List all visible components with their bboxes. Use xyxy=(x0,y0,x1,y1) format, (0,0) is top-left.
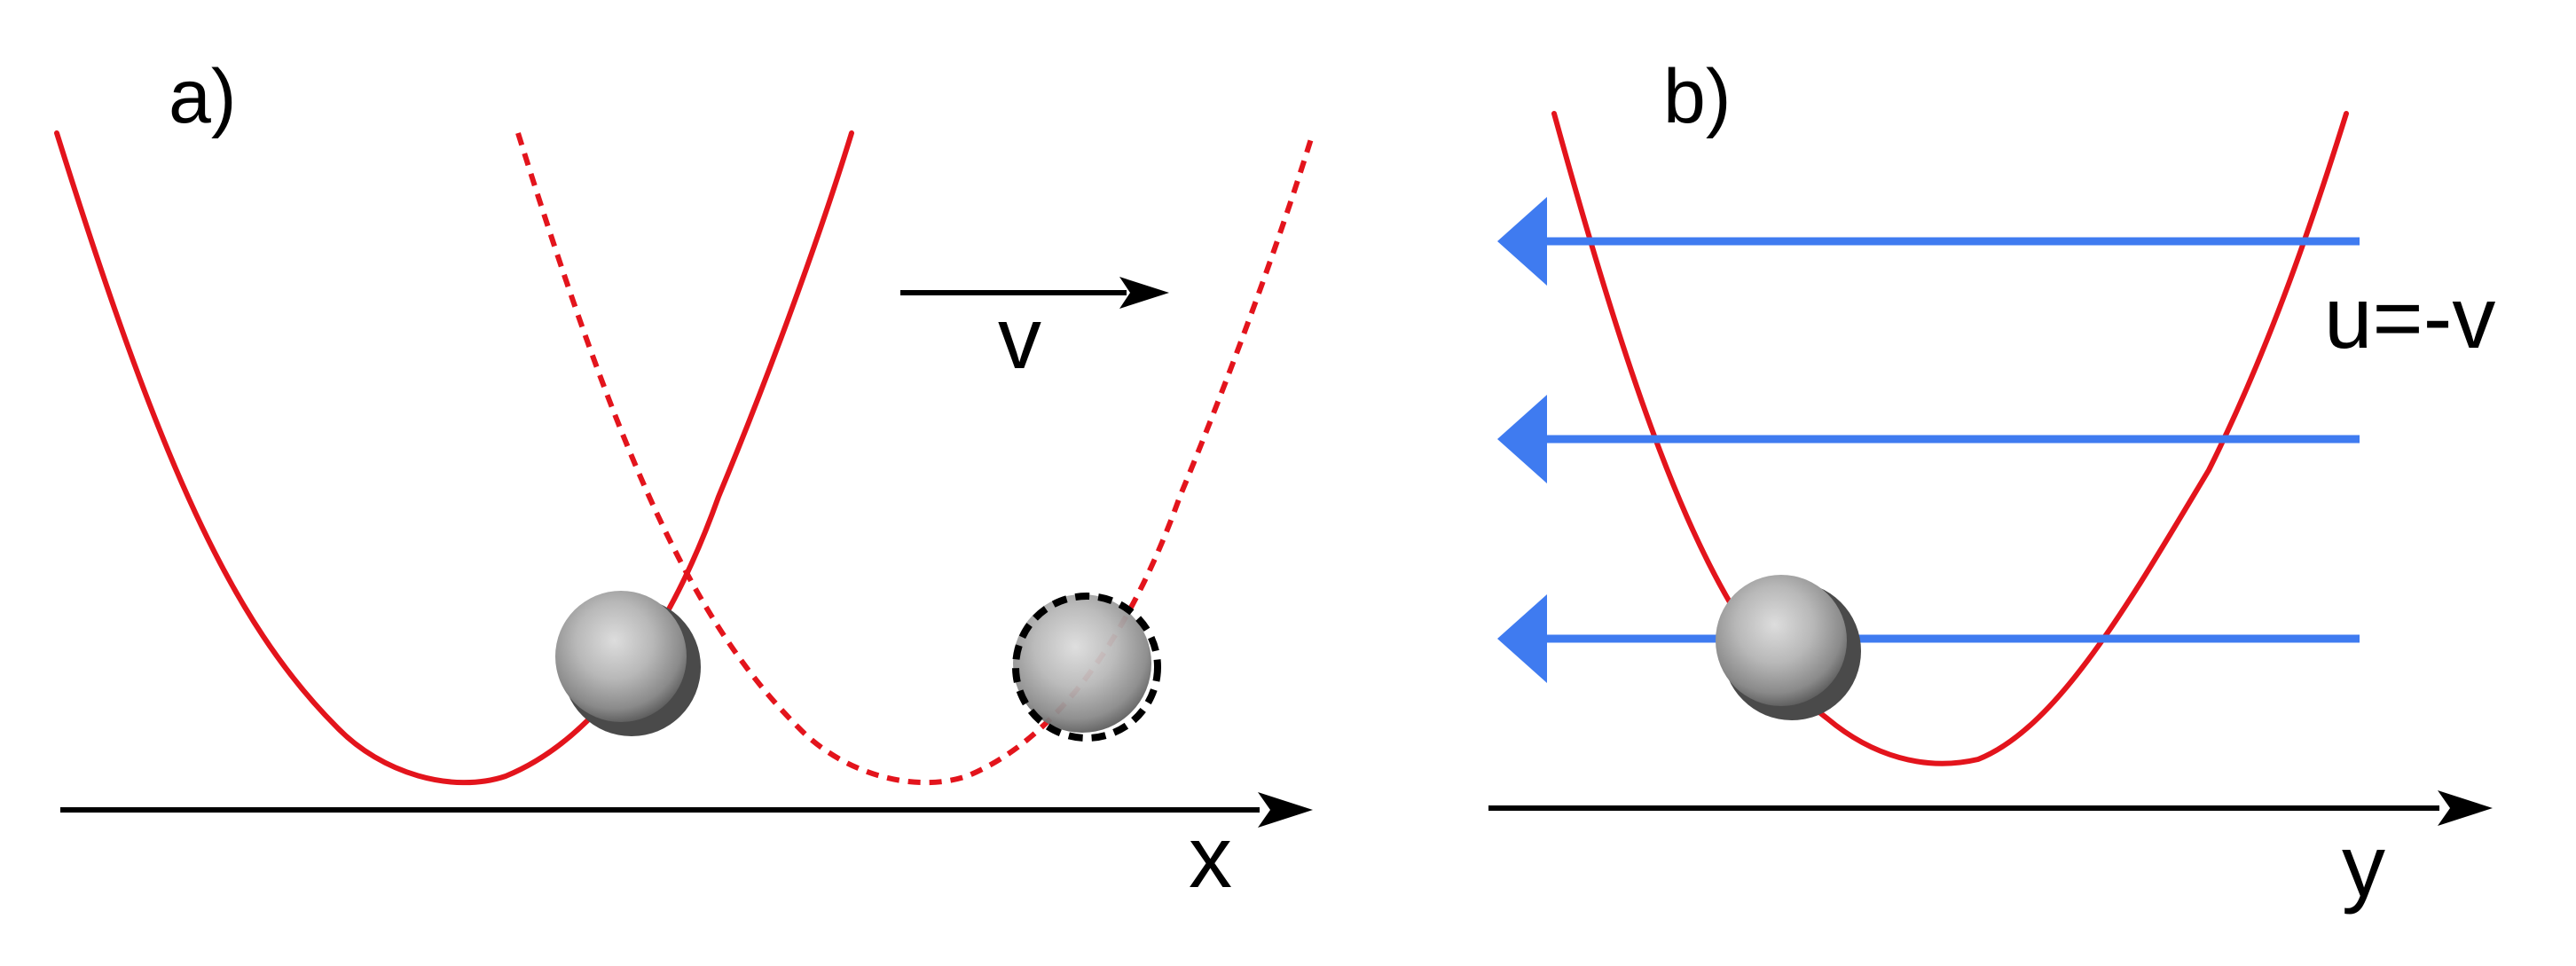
x-axis-arrowhead xyxy=(1258,792,1313,828)
velocity-label: v xyxy=(998,289,1041,387)
flow-arrow-middle xyxy=(1497,395,2360,483)
panel-a-label: a) xyxy=(169,54,236,139)
flow-arrow-bottom xyxy=(1497,594,2360,683)
panel-b: b) y u=-v xyxy=(1488,54,2495,915)
ball-solid xyxy=(555,591,701,736)
potential-curve-solid xyxy=(54,130,854,786)
y-axis-arrowhead xyxy=(2438,790,2493,826)
y-axis-label: y xyxy=(2342,817,2385,915)
ball-b xyxy=(1716,575,1861,720)
ball-ghost-dashed xyxy=(1012,593,1161,742)
potential-curve-b xyxy=(1551,111,2349,766)
flow-label: u=-v xyxy=(2324,269,2495,366)
flow-arrow-top xyxy=(1497,197,2360,286)
velocity-arrowhead xyxy=(1119,277,1169,309)
potential-curve-dashed xyxy=(515,132,1315,786)
panel-a: a) x v xyxy=(54,54,1315,906)
x-axis-label: x xyxy=(1189,808,1232,906)
panel-b-label: b) xyxy=(1663,54,1731,139)
